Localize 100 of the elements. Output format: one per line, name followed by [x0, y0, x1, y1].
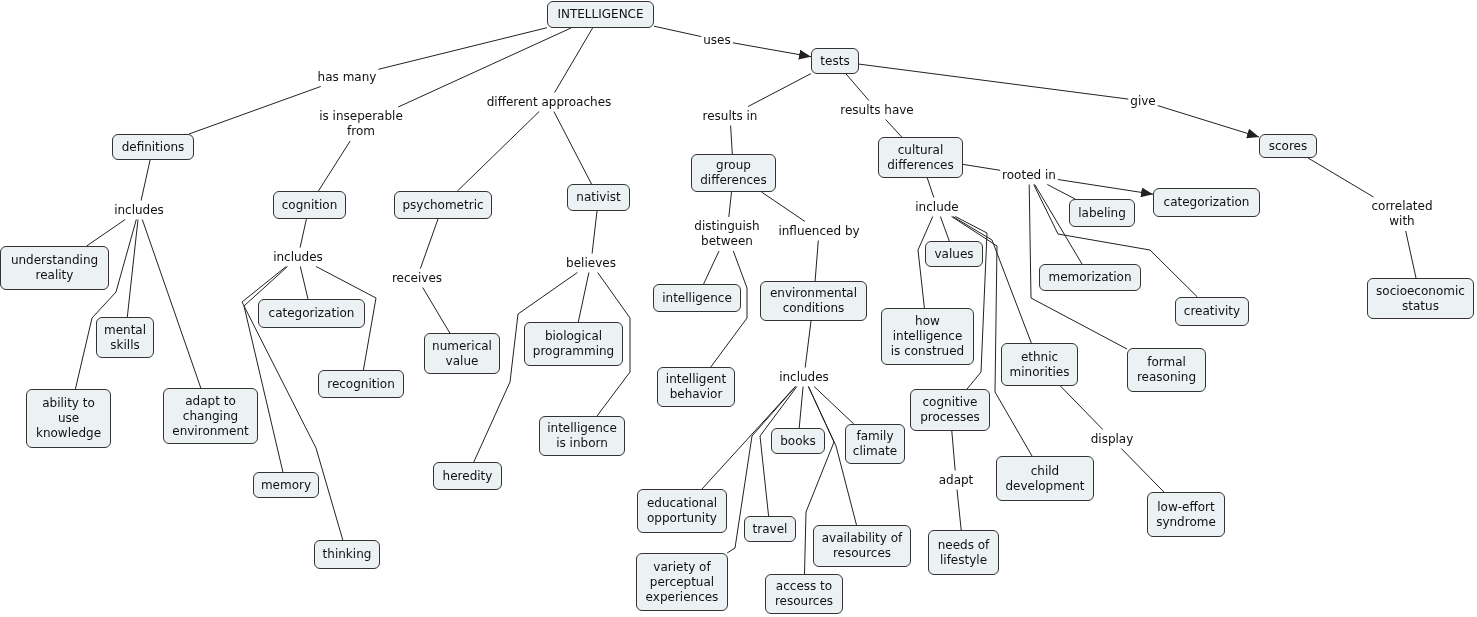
- concept-box: [273, 191, 346, 219]
- concept-box: [760, 281, 867, 321]
- connector-line: [845, 73, 870, 101]
- concept-box: [996, 456, 1094, 501]
- arrow: [1157, 105, 1260, 139]
- concept-label: needs of lifestyle: [936, 537, 991, 568]
- linking-phrase: adapt: [938, 472, 974, 488]
- linking-phrase: receives: [391, 270, 443, 286]
- concept-box: [314, 540, 380, 569]
- concept-box: [1367, 278, 1474, 319]
- concept-box: [253, 472, 319, 498]
- concept-label: thinking: [322, 547, 372, 562]
- connector-line: [299, 266, 309, 300]
- connector-line: [591, 210, 598, 254]
- concept-label: variety of perceptual experiences: [644, 559, 720, 605]
- connector-line: [726, 386, 797, 554]
- concept-box: [1039, 264, 1141, 291]
- concept-label: availability of resources: [820, 531, 904, 561]
- concept-box: [96, 317, 154, 358]
- connector-line: [140, 159, 151, 201]
- linking-phrase: distinguish between: [691, 219, 763, 249]
- concept-box: [112, 134, 194, 160]
- concept-label: intelligence is inborn: [546, 421, 618, 451]
- linking-phrase: display: [1090, 431, 1134, 447]
- concept-box: [637, 489, 727, 533]
- connector-line: [939, 216, 950, 242]
- concept-label: family climate: [851, 429, 899, 459]
- connector-line: [1059, 385, 1104, 430]
- connector-line: [397, 27, 572, 108]
- linking-phrase: different approaches: [486, 94, 612, 110]
- concept-label: psychometric: [402, 197, 484, 213]
- concept-label: ability to use knowledge: [34, 396, 102, 441]
- concept-box: [524, 322, 623, 366]
- connector-line: [761, 191, 806, 222]
- concept-box: [928, 530, 999, 575]
- concept-box: [744, 516, 796, 542]
- connector-line: [701, 386, 796, 490]
- concept-label: definitions: [121, 139, 185, 155]
- connector-line: [299, 218, 307, 248]
- connector-line: [1028, 184, 1128, 350]
- concept-box: [1259, 134, 1317, 158]
- concept-label: values: [934, 246, 974, 262]
- linking-phrase: include: [915, 199, 959, 215]
- connector-line: [315, 266, 377, 371]
- concept-box: [1153, 188, 1260, 217]
- connector-line: [1120, 448, 1165, 493]
- concept-label: memorization: [1048, 270, 1132, 285]
- concept-label: labeling: [1078, 205, 1126, 221]
- connector-line: [962, 163, 1001, 171]
- connector-line: [917, 216, 934, 309]
- linking-phrase: rooted in: [1002, 167, 1056, 183]
- concept-box: [567, 184, 630, 211]
- connector-line: [804, 320, 812, 368]
- connector-line: [377, 27, 548, 70]
- concept-box: [653, 284, 741, 312]
- concept-box: [433, 462, 502, 490]
- concept-box: [547, 1, 654, 28]
- concept-box: [881, 308, 974, 365]
- concept-box: [1147, 492, 1225, 537]
- connector-line: [954, 216, 988, 390]
- concept-box: [26, 389, 111, 448]
- concept-label: memory: [260, 477, 312, 493]
- concept-label: tests: [820, 53, 850, 69]
- concept-box: [811, 48, 859, 74]
- concept-box: [765, 574, 843, 614]
- concept-label: group differences: [699, 158, 768, 188]
- concept-label: travel: [752, 521, 788, 537]
- concept-label: ethnic minorities: [1008, 349, 1071, 380]
- concept-box: [813, 525, 911, 567]
- concept-box: [1069, 199, 1135, 227]
- concept-label: mental skills: [102, 322, 148, 353]
- concept-box: [424, 333, 500, 374]
- connector-line: [596, 272, 631, 417]
- concept-box: [163, 388, 258, 444]
- concept-label: categorization: [268, 306, 355, 321]
- concept-label: socioeconomic status: [1375, 283, 1466, 314]
- concept-box: [691, 154, 776, 192]
- concept-box: [258, 299, 365, 328]
- connector-line: [814, 240, 819, 282]
- concept-label: cognition: [281, 197, 338, 213]
- arrow: [1057, 179, 1154, 198]
- connector-line: [858, 63, 1129, 100]
- concept-box: [394, 191, 492, 219]
- concept-box: [771, 428, 825, 454]
- concept-label: books: [780, 433, 816, 449]
- linking-phrase: correlated with: [1368, 199, 1436, 229]
- connector-line: [730, 125, 733, 155]
- concept-label: nativist: [576, 190, 621, 205]
- connector-line: [759, 386, 798, 517]
- connector-line: [126, 219, 139, 318]
- concept-label: cultural differences: [886, 142, 955, 173]
- connector-line: [1307, 157, 1374, 198]
- connector-line: [86, 219, 126, 247]
- concept-label: intelligent behavior: [664, 372, 728, 402]
- connector-line: [241, 266, 344, 541]
- linking-phrase: includes: [779, 369, 829, 385]
- concept-label: creativity: [1183, 304, 1241, 319]
- concept-label: educational opportunity: [645, 496, 719, 526]
- connector-line: [926, 177, 935, 198]
- concept-label: categorization: [1163, 195, 1250, 210]
